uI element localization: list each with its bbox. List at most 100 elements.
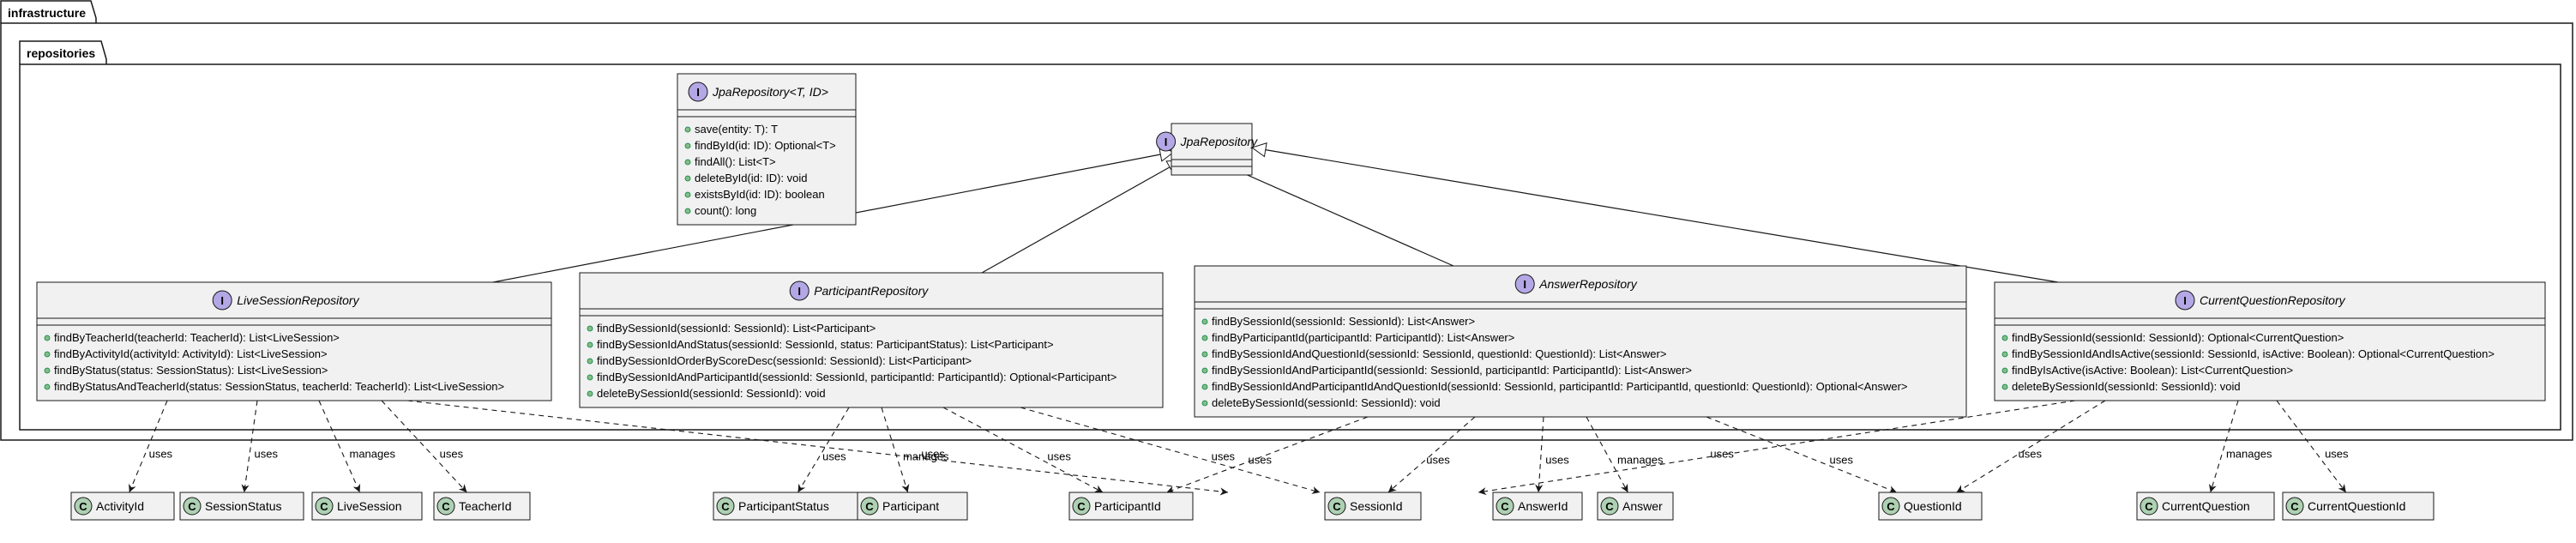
relation-label-uses: uses [1545, 454, 1569, 467]
class-badge-letter: C [865, 500, 874, 513]
relation-label-uses: uses [440, 447, 464, 460]
public-method-icon [1201, 318, 1208, 325]
class-badge-letter: C [188, 500, 196, 513]
relation-label-uses: uses [1249, 454, 1273, 467]
method-signature: findByStatusAndTeacherId(status: Session… [54, 380, 504, 393]
public-method-icon [1201, 400, 1208, 407]
public-method-icon [1201, 367, 1208, 374]
class-badge-icon [315, 497, 334, 516]
class-badge-icon [1072, 497, 1091, 516]
class-name: CurrentQuestion [2162, 499, 2250, 513]
public-method-icon [2001, 383, 2008, 390]
interface-badge-icon [1156, 131, 1177, 152]
class-badge-letter: C [1077, 500, 1086, 513]
dependency-edge [942, 407, 1104, 493]
dependency-edge [1166, 416, 1369, 494]
dependency-edge [1535, 416, 1544, 493]
method-signature: findBySessionId(sessionId: SessionId): L… [1212, 315, 1475, 328]
interface-jpa-generic[interactable]: I JpaRepository<T, ID> save(entity: T): T f… [677, 73, 857, 226]
class-name: SessionId [1350, 499, 1402, 513]
public-method-icon [684, 159, 691, 166]
relation-label-uses: uses [822, 449, 846, 462]
dependency-edge [381, 400, 467, 493]
class-participant[interactable]: C Participant [857, 492, 968, 521]
method-signature: findById(id: ID): Optional<T> [695, 139, 836, 152]
class-badge-letter: C [2145, 500, 2153, 513]
class-badge-icon [1881, 497, 1900, 516]
class-name: Participant [882, 499, 939, 513]
method-signature: findBySessionIdOrderByScoreDesc(sessionI… [597, 354, 972, 367]
public-method-icon [44, 383, 51, 390]
interface-name: LiveSessionRepository [237, 293, 359, 307]
method-signature: findBySessionIdAndParticipantId(sessionI… [1212, 364, 1692, 377]
class-name: ParticipantStatus [738, 499, 829, 513]
method-signature: findBySessionId(sessionId: SessionId): L… [597, 322, 876, 335]
class-badge-letter: C [1501, 500, 1509, 513]
dependency-edge [1020, 407, 1321, 494]
dependency-edge [406, 400, 1229, 496]
public-method-icon [587, 325, 593, 332]
relation-label-uses: uses [255, 447, 279, 460]
dependency-edge [1387, 416, 1476, 493]
method-signature: count(): long [695, 204, 756, 217]
relation-label-uses: uses [1212, 449, 1236, 462]
relation-label-manages: manages [350, 447, 396, 460]
relation-label-uses: uses [2325, 447, 2349, 460]
method-signature: findBySessionIdAndIsActive(sessionId: Se… [2012, 347, 2495, 360]
interface-badge-letter: I [797, 285, 801, 298]
interface-name: JpaRepository<T, ID> [712, 85, 828, 99]
package-infrastructure: infrastructure [0, 0, 2573, 441]
dependency-edge [1706, 416, 1898, 493]
interface-badge-letter: I [696, 86, 700, 99]
dependency-edge [241, 400, 258, 493]
class-badge-icon [74, 497, 93, 516]
public-method-icon [44, 367, 51, 374]
class-current-question[interactable]: C CurrentQuestion [2136, 492, 2275, 521]
public-method-icon [587, 341, 593, 348]
interface-name: CurrentQuestionRepository [2200, 293, 2346, 307]
interface-badge-icon [688, 81, 708, 102]
dependency-edge [2276, 400, 2347, 493]
interface-badge-icon [789, 281, 810, 301]
public-method-icon [587, 390, 593, 397]
dependency-edge [2208, 400, 2239, 493]
method-signature: findBySessionIdAndParticipantIdAndQuesti… [1212, 380, 1908, 393]
method-signature: findByIsActive(isActive: Boolean): List<… [2012, 364, 2293, 377]
class-badge-icon [1327, 497, 1346, 516]
public-method-icon [684, 208, 691, 214]
relation-label-uses: uses [1710, 447, 1734, 460]
method-signature: findAll(): List<T> [695, 155, 776, 168]
method-signature: deleteById(id: ID): void [695, 172, 808, 184]
interface-badge-letter: I [220, 294, 224, 307]
class-badge-letter: C [1887, 500, 1895, 513]
package-repositories: repositories [19, 40, 2561, 431]
class-name: ActivityId [96, 499, 144, 513]
public-method-icon [1201, 383, 1208, 390]
method-signature: findBySessionId(sessionId: SessionId): O… [2012, 331, 2344, 344]
inheritance-edge [1252, 148, 2059, 283]
class-badge-icon [716, 497, 735, 516]
relation-label-uses: uses [1426, 454, 1450, 467]
class-name: Answer [1622, 499, 1663, 513]
interface-name: AnswerRepository [1538, 277, 1638, 291]
relation-label-uses: uses [149, 447, 173, 460]
method-signature: save(entity: T): T [695, 123, 778, 136]
public-method-icon [587, 358, 593, 365]
dependency-edge [1586, 416, 1628, 493]
